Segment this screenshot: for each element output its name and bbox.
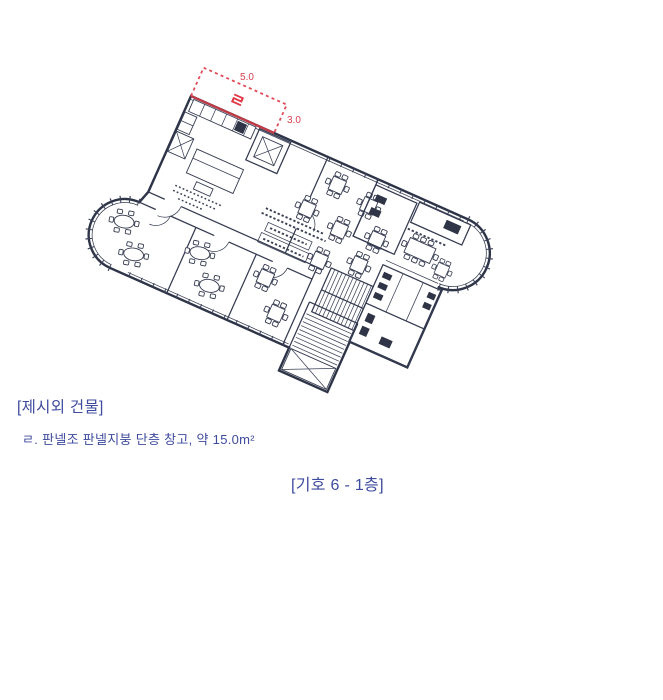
right-wing <box>396 227 457 285</box>
toilet-area <box>348 179 472 369</box>
building-outline <box>87 94 491 394</box>
central-hall <box>257 168 394 282</box>
main-staircase <box>310 267 375 332</box>
shed-width-dimension: 5.0 <box>240 72 254 83</box>
stair-tower <box>280 301 359 391</box>
figure-caption: [기호 6 - 1층] <box>291 477 384 494</box>
extra-building-heading: [제시외 건물] <box>17 399 104 416</box>
kitchen-island <box>185 148 245 195</box>
left-wing <box>106 201 318 346</box>
shed-annotation: ㄹ <box>190 66 288 135</box>
extra-building-item: ㄹ. 판넬조 판넬지붕 단층 창고, 약 15.0m² <box>22 432 255 447</box>
shed-height-dimension: 3.0 <box>287 115 301 126</box>
service-shaft <box>244 127 292 175</box>
shed-area-label: ㄹ <box>226 89 248 113</box>
building-group: ㄹ <box>85 66 494 394</box>
